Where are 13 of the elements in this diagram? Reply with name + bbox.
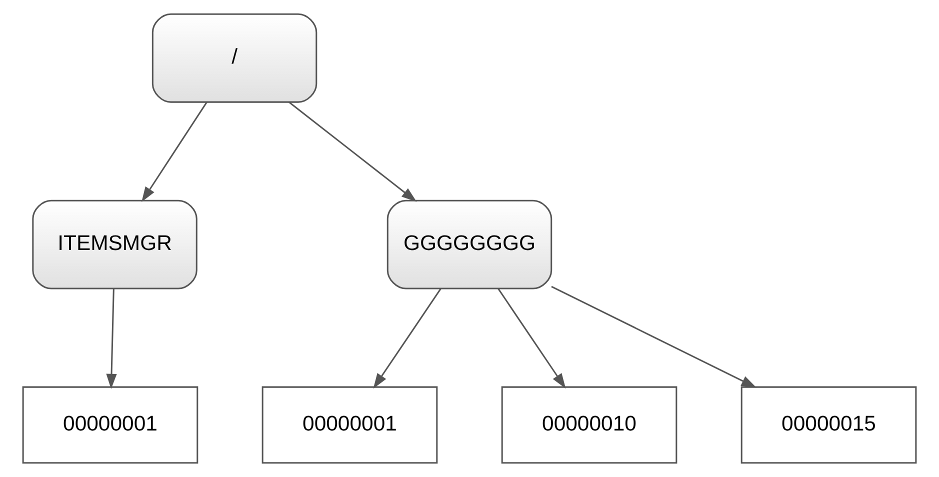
arrow [288, 102, 417, 202]
node-box: 00000015 [740, 386, 917, 464]
node-box: ITEMSMGR [32, 200, 198, 290]
arrow [498, 288, 566, 389]
node-box: 00000001 [22, 386, 198, 464]
arrow [373, 288, 442, 389]
node-box: 00000010 [501, 386, 678, 464]
node-box: GGGGGGGG [386, 200, 552, 290]
arrow [551, 286, 757, 388]
node-box: / [152, 13, 318, 103]
node-box: 00000001 [262, 386, 438, 464]
arrow [106, 288, 117, 389]
arrow [142, 102, 208, 202]
